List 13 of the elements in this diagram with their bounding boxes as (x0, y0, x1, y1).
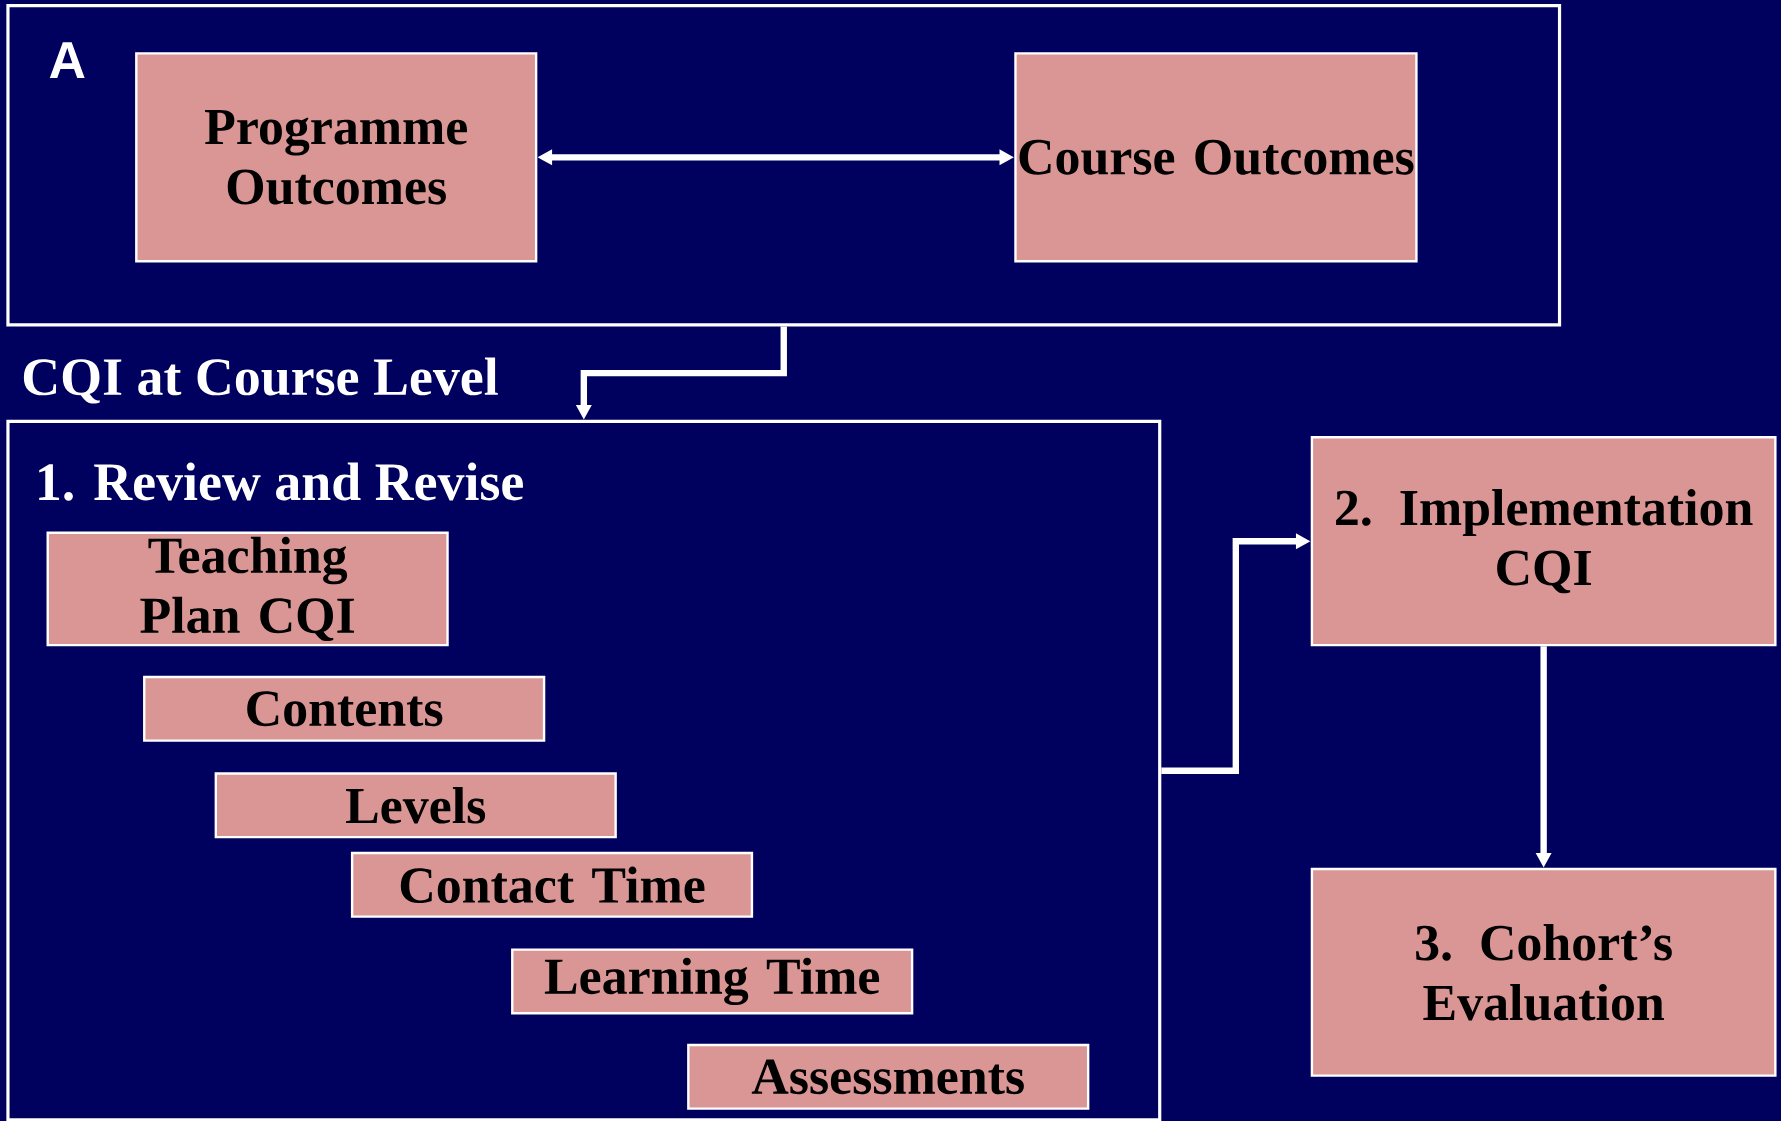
heading: CQI at Course Level (23, 357, 498, 404)
process-box: Contact Time (350, 851, 754, 918)
process-box: 3. Cohort’s Evaluation (1310, 867, 1777, 1077)
process-box: Contents (143, 675, 546, 742)
process-box: Teaching Plan CQI (46, 531, 449, 647)
process-box: Levels (214, 772, 617, 839)
process-box: Programme Outcomes (135, 52, 538, 263)
process-box: Assessments (687, 1043, 1090, 1110)
heading: A (49, 42, 85, 79)
process-box: 2. Implementation CQI (1310, 436, 1777, 647)
process-box: Learning Time (511, 948, 914, 1015)
heading: 1. Review and Revise (39, 462, 523, 501)
process-box: Course Outcomes (1014, 52, 1418, 263)
